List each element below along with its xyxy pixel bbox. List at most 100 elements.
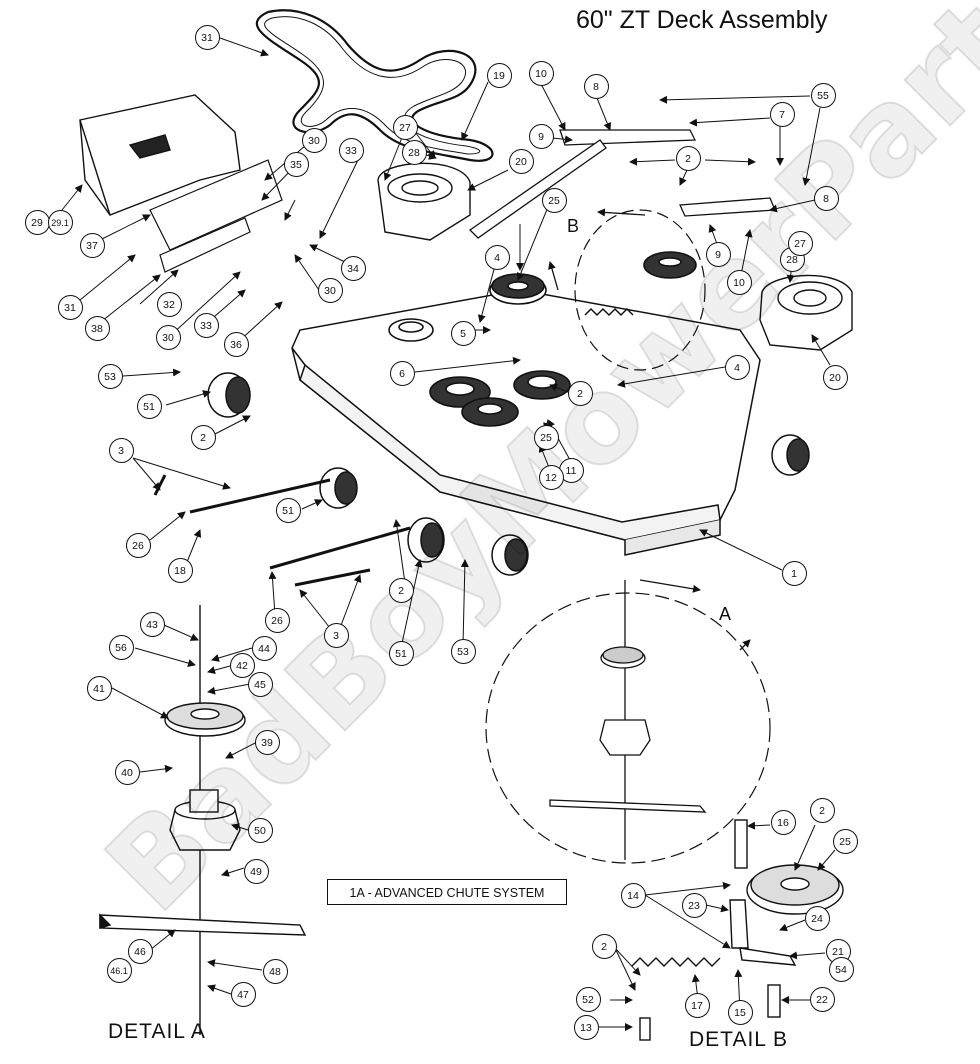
callout-43: 43 xyxy=(139,611,165,637)
callout-2: 2 xyxy=(388,577,414,603)
view-a-label: A xyxy=(719,604,732,624)
callout-27: 27 xyxy=(392,114,418,140)
callout-16: 16 xyxy=(770,809,796,835)
callout-2: 2 xyxy=(567,380,593,406)
blower-housing-left xyxy=(377,162,471,241)
spindle-view-a xyxy=(549,580,707,860)
callout-9: 9 xyxy=(528,123,554,149)
detail-a-label: DETAIL A xyxy=(108,1020,206,1043)
callout-30: 30 xyxy=(155,324,181,350)
callout-50: 50 xyxy=(247,817,273,843)
callout-27: 27 xyxy=(787,230,813,256)
callout-42: 42 xyxy=(229,652,255,678)
callout-33: 33 xyxy=(193,312,219,338)
callout-28: 28 xyxy=(401,139,427,165)
callout-30: 30 xyxy=(317,277,343,303)
callout-47: 47 xyxy=(230,981,256,1007)
callout-8: 8 xyxy=(813,185,839,211)
detail-b-label: DETAIL B xyxy=(689,1028,789,1051)
callout-29: 29 xyxy=(24,209,50,235)
callout-53: 53 xyxy=(450,638,476,664)
callout-15: 15 xyxy=(727,999,753,1025)
callout-1: 1 xyxy=(781,560,807,586)
callout-51: 51 xyxy=(136,393,162,419)
callout-41: 41 xyxy=(86,675,112,701)
gauge-wheels xyxy=(207,372,810,576)
callout-4: 4 xyxy=(484,244,510,270)
callout-2: 2 xyxy=(809,797,835,823)
blower-housing-right xyxy=(759,274,853,351)
callout-2: 2 xyxy=(190,424,216,450)
callout-36: 36 xyxy=(223,331,249,357)
deck-pulleys xyxy=(388,251,697,427)
callout-30: 30 xyxy=(301,127,327,153)
detail-a-ring xyxy=(485,592,771,864)
callout-31: 31 xyxy=(194,24,220,50)
idler-detail-b xyxy=(631,819,844,1041)
callout-33: 33 xyxy=(338,137,364,163)
idler-spring-top xyxy=(584,307,634,317)
deck-belt xyxy=(255,9,494,162)
chute-note: 1A - ADVANCED CHUTE SYSTEM xyxy=(327,879,567,905)
callout-12: 12 xyxy=(538,464,564,490)
callout-26: 26 xyxy=(264,607,290,633)
callout-38: 38 xyxy=(84,315,110,341)
diagram-title: 60" ZT Deck Assembly xyxy=(576,6,828,34)
callout-46: 46 xyxy=(127,938,153,964)
callout-53: 53 xyxy=(97,363,123,389)
callout-54: 54 xyxy=(828,956,854,982)
callout-35: 35 xyxy=(283,151,309,177)
callout-6: 6 xyxy=(389,360,415,386)
callout-9: 9 xyxy=(705,241,731,267)
callout-25: 25 xyxy=(832,828,858,854)
callout-18: 18 xyxy=(167,557,193,583)
view-b-label: B xyxy=(567,216,580,236)
callout-17: 17 xyxy=(684,992,710,1018)
callout-51: 51 xyxy=(388,640,414,666)
callout-52: 52 xyxy=(575,986,601,1012)
callout-13: 13 xyxy=(573,1014,599,1040)
callout-25: 25 xyxy=(541,187,567,213)
leader-lines xyxy=(57,37,836,1031)
callout-40: 40 xyxy=(114,759,140,785)
callout-7: 7 xyxy=(769,101,795,127)
callout-48: 48 xyxy=(262,958,288,984)
chute-bracket xyxy=(149,159,283,273)
callout-23: 23 xyxy=(681,892,707,918)
callout-22: 22 xyxy=(809,986,835,1012)
callout-25: 25 xyxy=(533,424,559,450)
spindle-detail-a xyxy=(99,605,307,1035)
callout-31: 31 xyxy=(57,294,83,320)
callout-3: 3 xyxy=(323,622,349,648)
callout-55: 55 xyxy=(810,82,836,108)
callout-24: 24 xyxy=(804,905,830,931)
callout-44: 44 xyxy=(251,635,277,661)
callout-32: 32 xyxy=(156,291,182,317)
deflector-chute xyxy=(79,94,241,216)
callout-49: 49 xyxy=(243,858,269,884)
idler-arms xyxy=(468,129,776,239)
callout-19: 19 xyxy=(486,62,512,88)
callout-2: 2 xyxy=(591,933,617,959)
callout-46-1: 46.1 xyxy=(106,957,132,983)
lift-rods xyxy=(153,474,411,587)
callout-4: 4 xyxy=(724,354,750,380)
detail-b-ring xyxy=(574,209,706,371)
callout-45: 45 xyxy=(247,671,273,697)
callout-34: 34 xyxy=(340,255,366,281)
callout-10: 10 xyxy=(726,269,752,295)
callout-26: 26 xyxy=(125,532,151,558)
callout-39: 39 xyxy=(254,729,280,755)
callout-20: 20 xyxy=(508,148,534,174)
callout-29-1: 29.1 xyxy=(47,209,73,235)
callout-10: 10 xyxy=(528,60,554,86)
callout-14: 14 xyxy=(620,882,646,908)
callout-51: 51 xyxy=(275,497,301,523)
callout-5: 5 xyxy=(450,320,476,346)
callout-3: 3 xyxy=(108,437,134,463)
callout-37: 37 xyxy=(79,232,105,258)
callout-20: 20 xyxy=(822,364,848,390)
callout-2: 2 xyxy=(675,145,701,171)
